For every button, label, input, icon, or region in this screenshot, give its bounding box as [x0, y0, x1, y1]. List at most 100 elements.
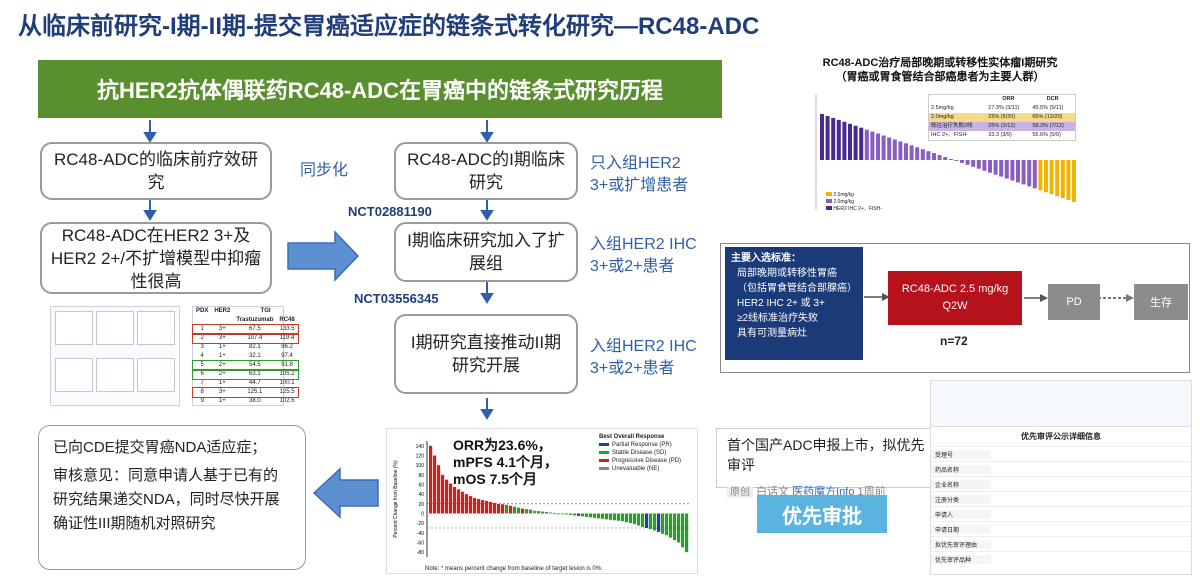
phase1-bar: [898, 141, 903, 160]
pdx-col-tras: Trastuzumab: [236, 317, 274, 323]
criteria-item: 具有可测量病灶: [737, 328, 807, 339]
waterfall-bar: [473, 498, 477, 514]
waterfall-bar: [529, 509, 533, 514]
phase1-chart: RC48-ADC治疗局部晚期或转移性实体瘤I期研究 （胃癌或胃食管结合部癌患者为…: [790, 56, 1090, 84]
waterfall-bar: [485, 500, 489, 514]
review-row: 优先审评品种: [931, 551, 1191, 566]
criteria-item: ≥2线标准治疗失败: [737, 313, 819, 324]
phase1-bar: [915, 147, 920, 160]
phase1-table-cell: 58.3% (7/12): [1032, 123, 1064, 129]
pdx-col-pdx: PDX: [196, 308, 209, 314]
legend-swatch: [599, 450, 609, 454]
p1-legend-2: HER2 IHC 2+、FISH-: [833, 206, 882, 212]
review-row-label: 受理号: [931, 449, 991, 459]
waterfall-bar: [465, 494, 469, 514]
survival-box: 生存: [1134, 284, 1188, 320]
y-tick-label: 40: [418, 492, 424, 498]
review-row-label: 申请日期: [931, 524, 991, 534]
pdx-cell: 6: [200, 371, 204, 377]
waterfall-bar: [505, 504, 509, 514]
priority-review-table: 优先审评公示详细信息 受理号药品名称企业名称注册分类申请人申请日期拟优先审评理由…: [930, 380, 1192, 575]
phase1-bar: [1010, 160, 1015, 181]
pdx-growth-curves: [50, 306, 180, 406]
waterfall-bar: [629, 513, 633, 524]
phase1-bar: [859, 127, 864, 160]
waterfall-bar: [585, 513, 589, 517]
pdx-cell: 1+: [218, 344, 226, 350]
pdx-cell: 119.4: [279, 335, 295, 341]
phase1-bar: [1044, 160, 1048, 193]
phase1-table-cell: 65% (13/20): [1032, 114, 1063, 120]
phase1-bar: [853, 125, 858, 160]
waterfall-bar: [489, 501, 493, 514]
waterfall-bar: [453, 486, 457, 514]
phase1-table-cell: 25% (3/12): [988, 123, 1016, 129]
pdx-cell: 1+: [218, 353, 226, 359]
waterfall-legend: Best Overall Response Partial Response (…: [599, 433, 681, 473]
pdx-cell: 100.1: [279, 380, 295, 386]
model-result-box: RC48-ADC在HER2 3+及HER2 2+/不扩增模型中抑瘤性很高: [40, 222, 272, 294]
phase1-bar: [971, 160, 976, 167]
phase1-legend: 2.5mg/kg 2.0mg/kg HER2 IHC 2+、FISH-: [826, 192, 882, 213]
pdx-cell: 133.5: [279, 326, 295, 332]
phase1-table-cell: 27.3% (3/11): [988, 105, 1020, 111]
phase1-chart-subtitle: （胃癌或胃食管结合部癌患者为主要人群）: [835, 71, 1045, 83]
review-row-label: 优先审评品种: [931, 554, 991, 564]
waterfall-bar: [549, 512, 553, 514]
review-row-label: 注册分类: [931, 494, 991, 504]
pd-box: PD: [1048, 284, 1100, 320]
waterfall-bar: [589, 513, 593, 518]
pdx-cell: 1: [200, 326, 204, 332]
phase1-bar: [1032, 160, 1037, 189]
phase1-bar: [842, 121, 847, 160]
waterfall-bar: [673, 513, 677, 541]
p1-col-dcr: DCR: [1046, 96, 1059, 102]
pdx-cell: 5: [200, 362, 204, 368]
phase1-bar: [954, 160, 959, 161]
waterfall-bar: [601, 513, 605, 519]
stat-mpfs: mPFS 4.1个月，: [453, 454, 559, 470]
phase1-bar: [1004, 160, 1009, 179]
news-headline[interactable]: 首个国产ADC申报上市，拟优先审评: [727, 437, 925, 473]
review-row: 申请日期: [931, 521, 1191, 536]
flow-dashed-arrows: [1024, 294, 1134, 302]
pdx-cell: 2+: [218, 371, 226, 377]
nda-line2: 审核意见：同意申请人基于已有的研究结果递交NDA，同时尽快开展确证性III期随机…: [53, 467, 280, 532]
waterfall-bar: [633, 513, 637, 525]
phase1-bar: [1027, 160, 1032, 187]
pdx-cell: 3+: [218, 326, 226, 332]
phase1-table-cell: 2.0mg/kg: [931, 114, 954, 120]
waterfall-bar: [509, 505, 513, 514]
review-row: 受理号: [931, 446, 1191, 461]
pdx-cell: 105.2: [279, 371, 295, 377]
pdx-cell: 38.0: [249, 398, 261, 404]
pdx-cell: 125.5: [279, 389, 295, 395]
pdx-cell: 7: [200, 380, 204, 386]
pdx-cell: 125.1: [247, 389, 263, 395]
legend-swatch: [599, 458, 609, 462]
news-card[interactable]: 首个国产ADC申报上市，拟优先审评 原创 白话文 医药魔方Info 1周前: [716, 428, 944, 498]
waterfall-bar: [541, 511, 545, 514]
phase1-bar: [948, 158, 953, 160]
nct-number-1: NCT02881190: [348, 204, 432, 219]
phase1-bar: [881, 135, 886, 160]
waterfall-bar: [677, 513, 681, 543]
criteria-item: 局部晚期或转移性胃癌: [737, 268, 837, 279]
waterfall-bar: [641, 513, 645, 528]
priority-review-label: 优先审批: [757, 495, 887, 533]
nda-box: 已向CDE提交胃癌NDA适应症； 审核意见：同意申请人基于已有的研究结果递交ND…: [38, 425, 306, 570]
criteria-arrow: [864, 293, 890, 301]
pdx-cell: 102.6: [279, 398, 295, 404]
legend-item: Progressive Disease (PD): [599, 457, 681, 465]
news-tag: 原创: [727, 487, 753, 498]
phase1-box: RC48-ADC的I期临床研究: [394, 142, 578, 200]
phase1-bar: [1060, 160, 1065, 199]
legend-label: Progressive Disease (PD): [612, 458, 682, 464]
waterfall-bar: [685, 513, 689, 553]
